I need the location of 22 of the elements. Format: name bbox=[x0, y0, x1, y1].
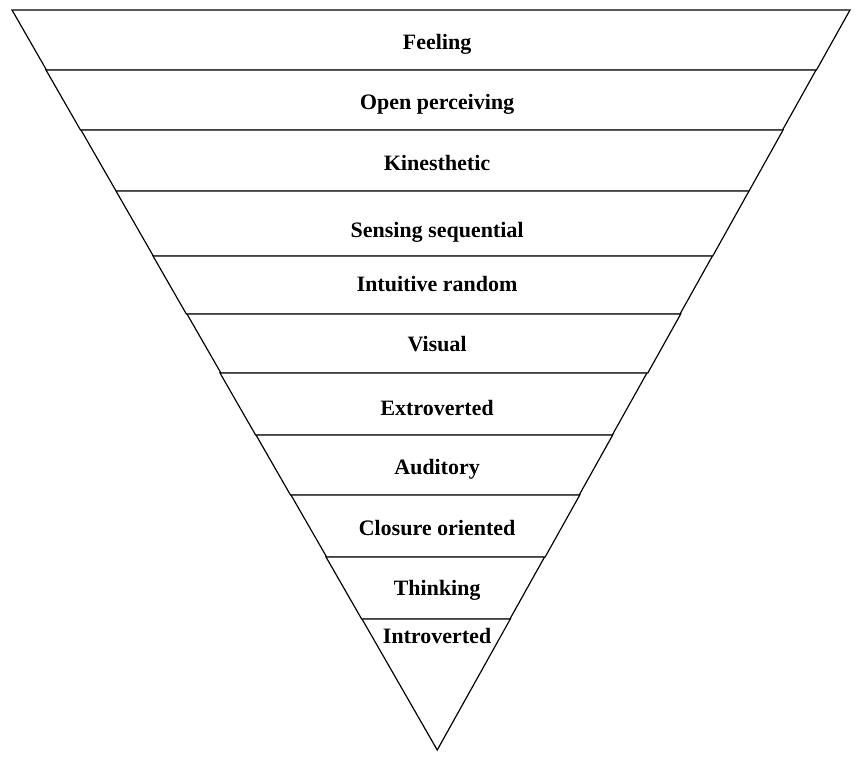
pyramid-band bbox=[153, 256, 713, 314]
band-label: Visual bbox=[407, 331, 467, 357]
band-label: Introverted bbox=[382, 623, 492, 649]
band-label: Kinesthetic bbox=[384, 150, 490, 176]
pyramid-band bbox=[186, 314, 680, 373]
pyramid-band bbox=[256, 435, 613, 495]
pyramid-band bbox=[290, 495, 580, 557]
pyramid-band bbox=[362, 619, 510, 750]
band-label: Extroverted bbox=[380, 395, 494, 421]
pyramid-band bbox=[12, 10, 850, 70]
band-label: Closure oriented bbox=[358, 515, 516, 541]
band-label: Feeling bbox=[402, 29, 472, 55]
pyramid-band bbox=[46, 70, 816, 130]
band-label: Thinking bbox=[394, 575, 480, 601]
band-label: Intuitive random bbox=[356, 271, 518, 297]
pyramid-band bbox=[80, 130, 783, 191]
pyramid-band bbox=[326, 557, 545, 619]
band-label: Auditory bbox=[394, 454, 480, 480]
pyramid-band bbox=[116, 191, 749, 256]
pyramid-band bbox=[220, 373, 648, 435]
band-label: Sensing sequential bbox=[350, 217, 524, 243]
band-label: Open perceiving bbox=[360, 89, 514, 115]
